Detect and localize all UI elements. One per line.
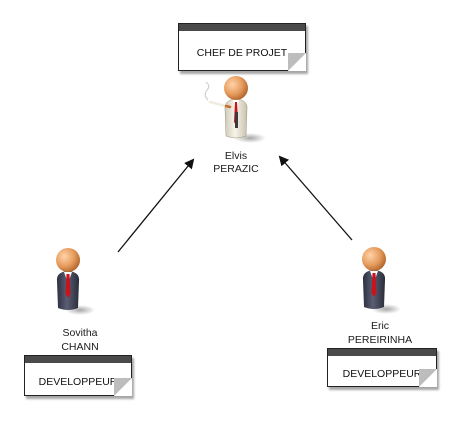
chef-first-name: Elvis xyxy=(224,150,248,162)
role-box-chef: CHEF DE PROJET xyxy=(178,23,306,71)
folded-corner xyxy=(288,53,306,71)
person-manager-icon xyxy=(224,76,266,143)
folded-corner xyxy=(419,369,437,387)
role-box-dev-right: DEVELOPPEUR xyxy=(327,348,437,387)
dev-right-last-name: PEREIRINHA xyxy=(347,334,413,346)
folded-corner xyxy=(114,378,132,396)
chef-last-name: PERAZIC xyxy=(213,163,259,175)
arrow-right-to-chef xyxy=(278,155,353,241)
arrow-left-to-chef xyxy=(117,158,195,253)
cigarette-icon xyxy=(204,81,232,109)
dev-right-first-name: Eric xyxy=(370,320,390,332)
role-box-bar xyxy=(328,349,436,356)
role-label-dev-left: DEVELOPPEUR xyxy=(38,376,118,388)
dev-left-last-name: CHANN xyxy=(61,341,99,353)
person-developer-icon xyxy=(56,248,95,315)
role-label-chef: CHEF DE PROJET xyxy=(196,47,288,59)
role-label-dev-right: DEVELOPPEUR xyxy=(342,368,422,380)
role-box-dev-left: DEVELOPPEUR xyxy=(24,355,132,396)
role-box-bar xyxy=(179,24,305,31)
role-box-bar xyxy=(25,356,131,363)
person-developer-icon xyxy=(362,247,401,314)
dev-left-first-name: Sovitha xyxy=(62,327,98,339)
